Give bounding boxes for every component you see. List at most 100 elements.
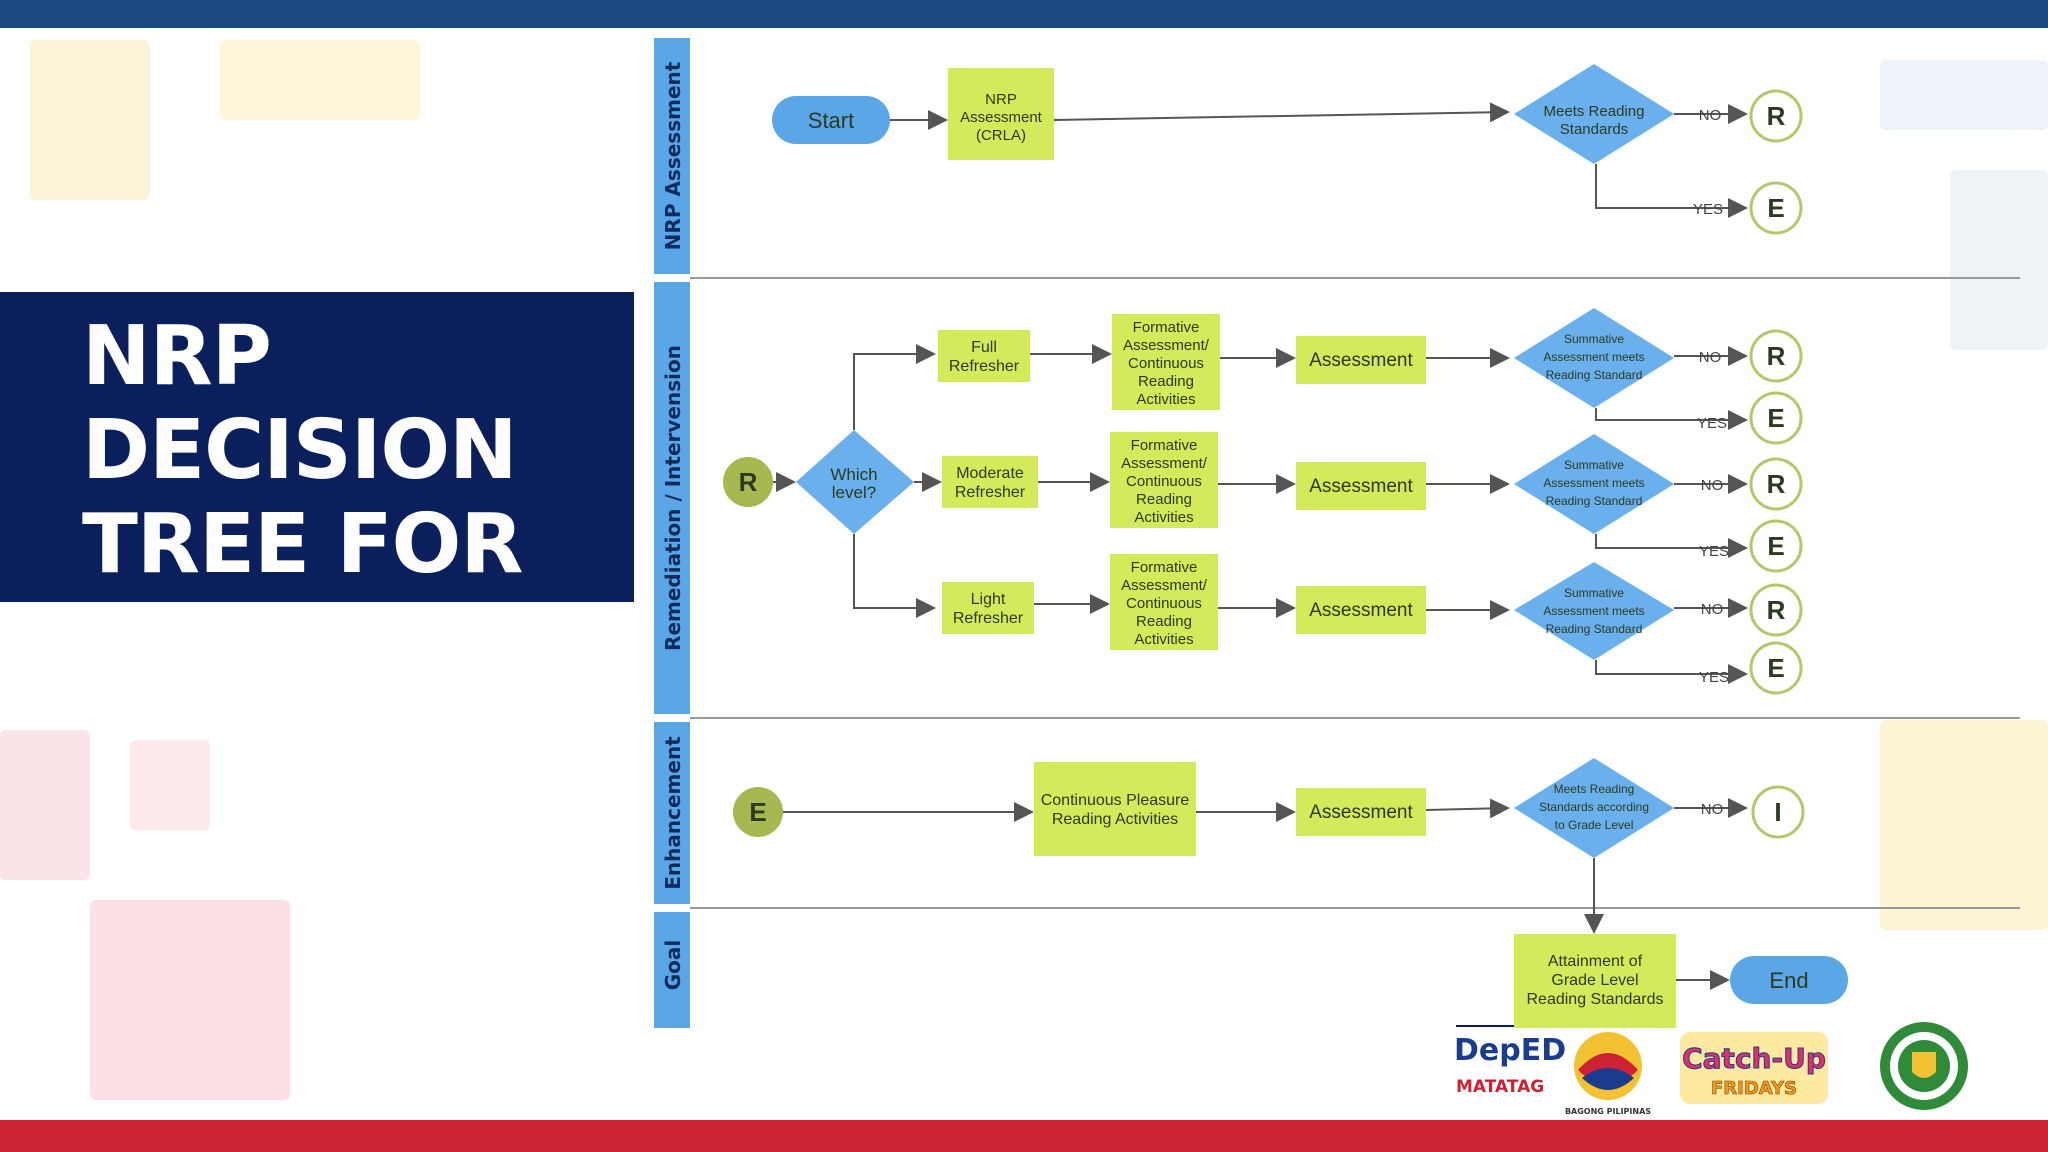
bottom-bar <box>0 1120 2048 1152</box>
svg-text:Assessment: Assessment <box>1309 600 1413 621</box>
formative-node-3: Formative Assessment/ Continuous Reading… <box>1110 554 1218 650</box>
svg-text:Standards: Standards <box>1560 121 1628 138</box>
full-refresher-node: Full Refresher <box>938 330 1030 382</box>
bagong-pilipinas-logo: BAGONG PILIPINAS <box>1565 1032 1651 1116</box>
deco-square <box>1950 170 2048 350</box>
svg-text:R: R <box>1767 469 1786 499</box>
edge-label-no: NO <box>1699 107 1722 124</box>
edge-label-no: NO <box>1701 801 1724 818</box>
svg-text:Continuous: Continuous <box>1126 473 1202 490</box>
svg-text:E: E <box>1767 193 1784 223</box>
svg-text:Formative: Formative <box>1131 559 1198 576</box>
deco-square <box>1880 720 2048 930</box>
svg-text:DepED: DepED <box>1454 1033 1566 1068</box>
svg-text:E: E <box>1767 653 1784 683</box>
deco-square <box>30 40 150 200</box>
svg-text:Reading: Reading <box>1138 373 1194 390</box>
svg-text:Refresher: Refresher <box>949 358 1020 375</box>
r-terminal-2: R <box>1749 457 1803 511</box>
title-line-2: DECISION <box>82 403 518 498</box>
deco-square <box>130 740 210 830</box>
edge <box>1595 164 1748 218</box>
deco-square <box>220 40 420 120</box>
r-terminal-3: R <box>1749 583 1803 637</box>
summative-diamond-1: Summative Assessment meets Reading Stand… <box>1514 308 1674 408</box>
svg-text:Meets Reading: Meets Reading <box>1544 103 1645 120</box>
assessment-node-3: Assessment <box>1296 586 1426 634</box>
svg-text:Assessment meets: Assessment meets <box>1543 604 1644 618</box>
svg-text:Meets Reading: Meets Reading <box>1554 782 1635 796</box>
which-level-diamond: Which level? <box>796 430 914 534</box>
assessment-node-2: Assessment <box>1296 462 1426 510</box>
svg-text:Start: Start <box>808 108 854 133</box>
svg-text:level?: level? <box>832 483 876 502</box>
svg-text:NRP: NRP <box>985 91 1017 108</box>
light-refresher-node: Light Refresher <box>942 582 1034 634</box>
svg-text:R: R <box>1767 595 1786 625</box>
svg-text:Refresher: Refresher <box>955 484 1026 501</box>
attainment-node: Attainment of Grade Level Reading Standa… <box>1514 934 1676 1028</box>
r-start-node: R <box>723 457 773 507</box>
svg-text:Reading Standard: Reading Standard <box>1546 368 1643 382</box>
edge-label-no: NO <box>1701 477 1724 494</box>
deco-square <box>90 900 290 1100</box>
e-terminal-2: E <box>1749 519 1803 573</box>
svg-text:Grade Level: Grade Level <box>1551 972 1638 989</box>
e-terminal-3: E <box>1749 641 1803 695</box>
svg-text:Which: Which <box>830 465 877 484</box>
svg-text:Full: Full <box>971 339 997 356</box>
svg-text:End: End <box>1769 968 1808 993</box>
logo-strip: DepED MATATAG BAGONG PILIPINAS Catch-Up … <box>1454 1022 1968 1116</box>
e-terminal-1: E <box>1749 391 1803 445</box>
svg-text:Attainment of: Attainment of <box>1548 953 1643 970</box>
svg-text:Assessment: Assessment <box>1309 476 1413 497</box>
meets-grade-level-diamond: Meets Reading Standards according to Gra… <box>1514 758 1674 858</box>
svg-text:Continuous: Continuous <box>1128 355 1204 372</box>
deco-square <box>0 730 90 880</box>
edge-label-yes: YES <box>1697 415 1727 432</box>
meets-reading-standards-diamond: Meets Reading Standards <box>1514 64 1674 164</box>
svg-text:Assessment meets: Assessment meets <box>1543 350 1644 364</box>
svg-text:Light: Light <box>971 591 1006 608</box>
svg-text:Assessment/: Assessment/ <box>1123 337 1210 354</box>
svg-text:Summative: Summative <box>1564 458 1624 472</box>
svg-text:Assessment: Assessment <box>960 109 1043 126</box>
svg-text:Catch-Up: Catch-Up <box>1682 1042 1826 1075</box>
title-banner: NRP DECISION TREE FOR KS1 <box>0 292 634 686</box>
lane-label-remediation: Remediation / Intervension <box>661 345 685 651</box>
lane-bar-remediation <box>654 282 690 714</box>
svg-text:I: I <box>1774 797 1781 827</box>
title-line-1: NRP <box>82 309 272 404</box>
svg-text:Standards according: Standards according <box>1539 800 1649 814</box>
svg-text:Formative: Formative <box>1133 319 1200 336</box>
catch-up-fridays-logo: Catch-Up FRIDAYS <box>1680 1032 1828 1104</box>
svg-text:Assessment: Assessment <box>1309 350 1413 371</box>
lane-label-goal: Goal <box>661 940 685 991</box>
edge <box>1595 534 1748 558</box>
lane-bar-goal <box>654 912 690 1028</box>
top-bar <box>0 0 2048 28</box>
crla-assessment-node: NRP Assessment (CRLA) <box>948 68 1054 160</box>
lane-bar-nrp-assessment <box>654 38 690 274</box>
svg-text:R: R <box>1767 101 1786 131</box>
svg-text:Summative: Summative <box>1564 586 1624 600</box>
svg-text:Assessment/: Assessment/ <box>1121 455 1208 472</box>
title-line-3: TREE FOR KS1 <box>82 497 524 686</box>
edge <box>853 534 936 618</box>
edge <box>1595 660 1748 684</box>
edge <box>1595 408 1748 430</box>
svg-text:Summative: Summative <box>1564 332 1624 346</box>
edge-label-no: NO <box>1699 349 1722 366</box>
edge-label-no: NO <box>1701 601 1724 618</box>
e-start-node: E <box>733 787 783 837</box>
svg-text:to Grade Level: to Grade Level <box>1555 818 1634 832</box>
svg-text:Reading: Reading <box>1136 491 1192 508</box>
r-terminal-top: R <box>1749 89 1803 143</box>
svg-text:FRIDAYS: FRIDAYS <box>1711 1078 1797 1099</box>
edge-label-yes: YES <box>1693 201 1723 218</box>
formative-node-1: Formative Assessment/ Continuous Reading… <box>1112 314 1220 410</box>
lane-label-enhancement: Enhancement <box>661 736 685 890</box>
svg-text:Moderate: Moderate <box>956 465 1024 482</box>
edge <box>1425 798 1510 819</box>
